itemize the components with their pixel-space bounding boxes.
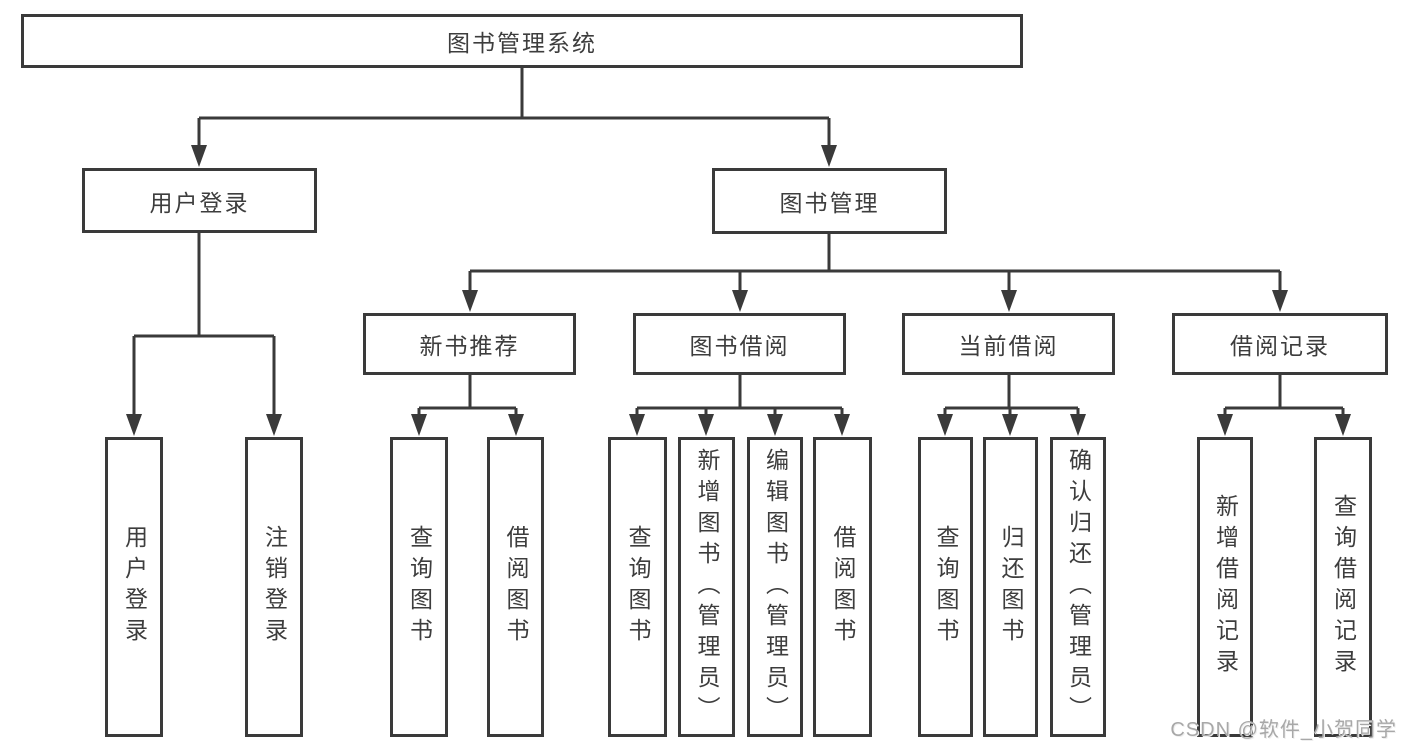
node-label: 用户登录 — [121, 525, 148, 649]
node-label: 确认归还（管理员） — [1065, 447, 1092, 727]
node-label: 当前借阅 — [958, 333, 1059, 359]
node-borrowing-records: 借阅记录 — [1172, 313, 1388, 375]
node-user-login-branch: 用户登录 — [82, 168, 317, 233]
node-book-management-branch: 图书管理 — [712, 168, 947, 234]
node-label: 用户登录 — [149, 189, 250, 216]
node-leaf-query-book-current: 查询图书 — [918, 437, 973, 737]
node-leaf-return-book: 归还图书 — [983, 437, 1038, 737]
node-label: 图书借阅 — [689, 333, 790, 359]
node-label: 新书推荐 — [419, 333, 520, 359]
arrowhead-triangles — [126, 145, 1351, 436]
node-leaf-confirm-return-admin: 确认归还（管理员） — [1050, 437, 1106, 737]
node-leaf-user-login: 用户登录 — [105, 437, 163, 737]
node-label: 查询图书 — [406, 525, 433, 649]
node-label: 新增图书（管理员） — [694, 447, 720, 727]
node-label: 查询图书 — [933, 525, 959, 649]
node-library-management-system: 图书管理系统 — [21, 14, 1023, 68]
node-leaf-add-book-admin: 新增图书（管理员） — [678, 437, 735, 737]
node-leaf-logout: 注销登录 — [245, 437, 303, 737]
node-label: 图书管理系统 — [447, 30, 597, 56]
csdn-watermark: CSDN @软件_小贺同学 — [1170, 719, 1397, 741]
node-label: 查询图书 — [625, 525, 651, 649]
node-label: 新增借阅记录 — [1212, 494, 1239, 680]
node-leaf-query-book-recommend: 查询图书 — [390, 437, 448, 737]
node-leaf-add-borrow-record: 新增借阅记录 — [1197, 437, 1253, 737]
node-leaf-borrow-book-recommend: 借阅图书 — [487, 437, 544, 737]
node-label: 借阅图书 — [830, 525, 856, 649]
connector-lines — [132, 68, 1345, 419]
node-label: 编辑图书（管理员） — [762, 447, 789, 727]
node-leaf-query-book-borrowing: 查询图书 — [608, 437, 667, 737]
node-label: 借阅记录 — [1230, 333, 1330, 359]
node-leaf-edit-book-admin: 编辑图书（管理员） — [747, 437, 803, 737]
node-new-book-recommend: 新书推荐 — [363, 313, 576, 375]
node-label: 借阅图书 — [503, 525, 529, 649]
node-book-borrowing: 图书借阅 — [633, 313, 846, 375]
node-label: 归还图书 — [998, 525, 1024, 649]
node-label: 注销登录 — [261, 525, 288, 649]
node-leaf-query-borrow-record: 查询借阅记录 — [1314, 437, 1372, 737]
node-leaf-borrow-book-borrowing: 借阅图书 — [813, 437, 872, 737]
node-current-borrowing: 当前借阅 — [902, 313, 1115, 375]
node-label: 图书管理 — [779, 190, 880, 216]
node-label: 查询借阅记录 — [1330, 494, 1357, 680]
